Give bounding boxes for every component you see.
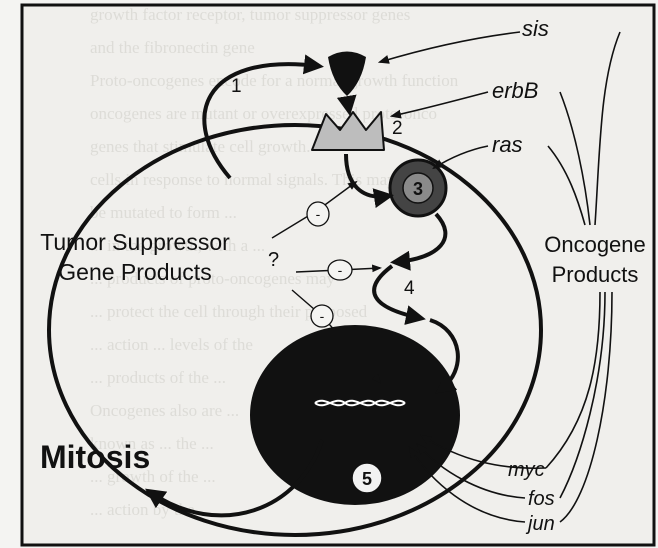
oncogene-label-line1: Oncogene <box>544 232 646 257</box>
step-2-label: 2 <box>392 118 403 139</box>
oncogene-label-line2: Products <box>552 262 639 287</box>
step-1-label: 1 <box>231 76 242 97</box>
step-5-label: 5 <box>362 469 372 489</box>
step-4-label: 4 <box>404 278 415 299</box>
inhibit-sign-2: - <box>338 262 343 278</box>
arrow-gf-to-receptor <box>347 98 349 110</box>
step-3-label: 3 <box>413 179 423 199</box>
oncogene-myc: myc <box>508 459 545 481</box>
oncogene-erbB: erbB <box>492 78 538 103</box>
mitosis-label: Mitosis <box>40 439 150 475</box>
oncogene-jun: jun <box>525 513 555 535</box>
inhibit-sign-1: - <box>316 206 321 222</box>
oncogene-sis: sis <box>522 16 549 41</box>
question-mark: ? <box>268 249 279 271</box>
tumor-suppressor-label-line2: Gene Products <box>58 259 211 285</box>
inhibit-sign-3: - <box>320 308 325 324</box>
tumor-suppressor-label-line1: Tumor Suppressor <box>40 229 230 255</box>
oncogene-fos: fos <box>528 488 555 510</box>
oncogene-ras: ras <box>492 132 523 157</box>
